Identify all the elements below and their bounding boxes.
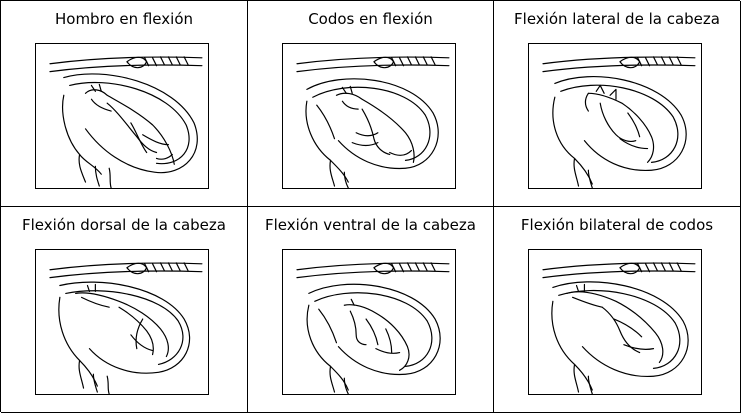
calf-figure	[343, 298, 410, 371]
cow-belly-udder	[305, 100, 349, 188]
panel-caption: Flexión ventral de la cabeza	[265, 216, 476, 234]
uterus-outline	[308, 283, 441, 376]
panel-bilateral: Flexión bilateral de codos	[494, 207, 741, 413]
cow-belly-udder	[306, 304, 349, 394]
cow-belly-udder	[58, 296, 110, 394]
uterus-outline	[552, 281, 689, 378]
panel-caption: Flexión bilateral de codos	[520, 216, 714, 234]
spine-vertebrae	[542, 56, 696, 73]
uterus-outline	[59, 281, 191, 374]
calf-figure	[75, 283, 169, 358]
illustration-frame	[35, 249, 209, 395]
dorsal-head-flexion-illustration	[49, 262, 203, 394]
illustration-frame	[282, 249, 456, 395]
cow-belly-udder	[551, 300, 593, 394]
spine-vertebrae	[49, 262, 203, 279]
lateral-head-flexion-illustration	[542, 56, 696, 188]
spine-vertebrae	[296, 56, 450, 73]
illustration-frame	[528, 43, 702, 189]
uterus-outline	[554, 76, 687, 171]
elbow-flexion-illustration	[296, 56, 450, 188]
cow-belly-udder	[62, 94, 112, 188]
spine-vertebrae	[296, 262, 450, 279]
panel-caption: Flexión dorsal de la cabeza	[22, 216, 226, 234]
panel-caption: Hombro en flexión	[54, 10, 194, 28]
calf-figure	[584, 84, 655, 163]
spine-vertebrae	[542, 262, 696, 279]
bilateral-elbow-flexion-illustration	[542, 262, 696, 394]
uterus-outline	[63, 73, 198, 174]
spine-vertebrae	[49, 56, 203, 73]
illustration-frame	[35, 43, 209, 189]
illustration-frame	[282, 43, 456, 189]
calf-figure	[84, 83, 175, 165]
panel-lateral: Flexión lateral de la cabeza	[494, 1, 741, 207]
calf-figure	[566, 283, 664, 364]
panel-hombro: Hombro en flexión	[1, 1, 248, 207]
panel-ventral: Flexión ventral de la cabeza	[248, 207, 494, 413]
illustration-frame	[528, 249, 702, 395]
panel-caption: Flexión lateral de la cabeza	[514, 10, 720, 28]
ventral-head-flexion-illustration	[296, 262, 450, 394]
panel-caption: Codos en flexión	[308, 10, 433, 28]
shoulder-flexion-illustration	[49, 56, 203, 188]
uterus-outline	[306, 78, 439, 170]
panel-dorsal: Flexión dorsal de la cabeza	[1, 207, 248, 413]
panel-codos: Codos en flexión	[248, 1, 494, 207]
cow-belly-udder	[552, 96, 593, 188]
calf-figure	[335, 85, 415, 163]
